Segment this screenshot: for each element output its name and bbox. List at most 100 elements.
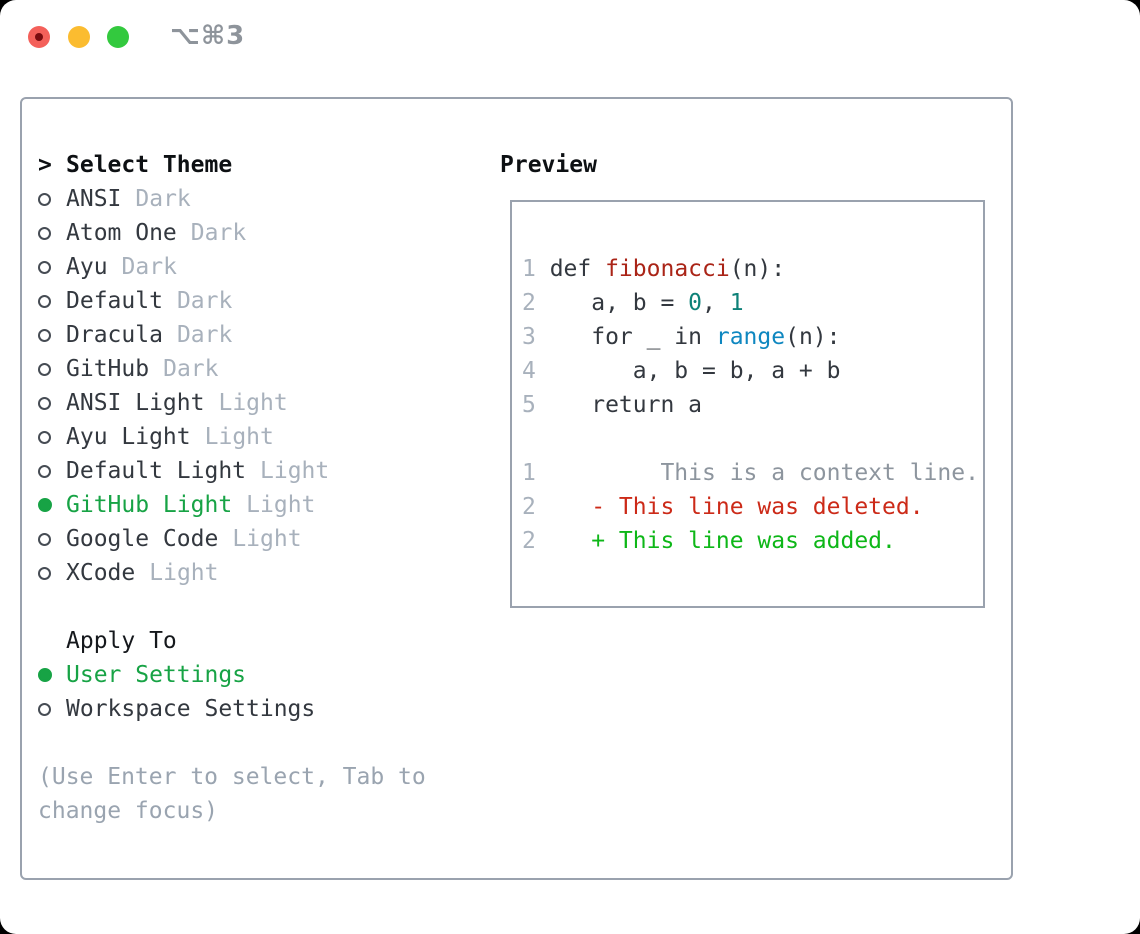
theme-name: ANSI Light <box>66 390 205 416</box>
radio-icon <box>38 328 51 342</box>
theme-option[interactable]: GitHub Light Light <box>38 488 483 522</box>
code-segment: for _ in <box>549 324 716 350</box>
code-segment: a, b = b, a + b <box>549 358 841 384</box>
code-line: 5 return a <box>522 388 983 422</box>
zoom-button-icon[interactable] <box>107 26 129 48</box>
theme-name: XCode <box>66 560 136 586</box>
theme-variant: Light <box>218 390 288 416</box>
line-number: 5 <box>522 392 536 418</box>
theme-name: Default <box>66 288 163 314</box>
theme-name: GitHub Light <box>66 492 233 518</box>
theme-variant: Dark <box>135 186 191 212</box>
code-segment: (n): <box>729 256 786 282</box>
keyboard-hint: (Use Enter to select, Tab to change focu… <box>38 764 426 824</box>
theme-name: Ayu <box>66 254 108 280</box>
theme-variant: Light <box>260 458 330 484</box>
theme-option[interactable]: Google Code Light <box>38 522 483 556</box>
line-number: 4 <box>522 358 536 384</box>
apply-to-title: Apply To <box>66 628 177 654</box>
code-segment: (n): <box>785 324 841 350</box>
code-segment: range <box>715 324 786 350</box>
radio-icon <box>38 498 52 512</box>
theme-variant: Dark <box>176 288 233 314</box>
code-segment: , <box>702 290 730 316</box>
close-button-icon[interactable] <box>28 26 50 48</box>
theme-option[interactable]: ANSI Dark <box>38 182 483 216</box>
code-segment: 1 <box>729 290 744 316</box>
theme-name: Default Light <box>66 458 247 484</box>
window-shortcut-label: ⌥⌘3 <box>170 21 246 51</box>
select-theme-header: > Select Theme <box>38 148 483 182</box>
radio-icon <box>38 702 51 716</box>
theme-variant: Dark <box>163 356 219 382</box>
apply-to-option-label: Workspace Settings <box>66 696 316 722</box>
select-theme-title: Select Theme <box>66 152 233 178</box>
line-number: 1 <box>522 256 536 282</box>
code-line: 2 + This line was added. <box>522 524 983 558</box>
theme-variant: Dark <box>121 254 177 280</box>
theme-option[interactable]: XCode Light <box>38 556 483 590</box>
radio-icon <box>38 464 51 478</box>
code-segment: fibonacci <box>605 256 730 282</box>
theme-picker: > Select Theme ANSI Dark Atom One Dark A… <box>38 148 483 828</box>
code-segment: - This line was deleted. <box>549 494 924 520</box>
code-line: 2 a, b = 0, 1 <box>522 286 983 320</box>
radio-icon <box>38 668 52 682</box>
preview-title: Preview <box>500 152 597 178</box>
theme-option[interactable]: Ayu Light Light <box>38 420 483 454</box>
code-segment: def <box>549 256 606 282</box>
theme-option[interactable]: Dracula Dark <box>38 318 483 352</box>
code-segment: 0 <box>688 290 703 316</box>
apply-to-header: Apply To <box>38 624 483 658</box>
radio-icon <box>38 294 51 308</box>
code-segment: a, b = <box>549 290 689 316</box>
theme-option[interactable]: GitHub Dark <box>38 352 483 386</box>
spacer <box>38 590 483 624</box>
radio-icon <box>38 226 51 240</box>
theme-option[interactable]: ANSI Light Light <box>38 386 483 420</box>
theme-option[interactable]: Ayu Dark <box>38 250 483 284</box>
line-number: 1 <box>522 460 536 486</box>
line-number: 2 <box>522 528 536 554</box>
apply-to-option[interactable]: Workspace Settings <box>38 692 483 726</box>
theme-variant: Light <box>232 526 302 552</box>
apply-to-option-label: User Settings <box>66 662 247 688</box>
theme-name: GitHub <box>66 356 150 382</box>
theme-name: Atom One <box>66 220 177 246</box>
line-number: 2 <box>522 290 536 316</box>
theme-option[interactable]: Atom One Dark <box>38 216 483 250</box>
theme-variant: Light <box>246 492 316 518</box>
line-number: 3 <box>522 324 536 350</box>
code-line: 1 def fibonacci(n): <box>522 252 983 286</box>
code-segment: + This line was added. <box>549 528 896 554</box>
radio-icon <box>38 362 51 376</box>
theme-option[interactable]: Default Dark <box>38 284 483 318</box>
code-line: 3 for _ in range(n): <box>522 320 983 354</box>
theme-list: ANSI Dark Atom One Dark Ayu Dark Default… <box>38 182 483 590</box>
code-line <box>522 422 983 456</box>
minimize-button-icon[interactable] <box>68 26 90 48</box>
code-line: 2 - This line was deleted. <box>522 490 983 524</box>
code-line: 1 This is a context line. <box>522 456 983 490</box>
code-segment: This is a context line. <box>549 460 979 486</box>
apply-to-option[interactable]: User Settings <box>38 658 483 692</box>
theme-name: Google Code <box>66 526 219 552</box>
radio-icon <box>38 192 51 206</box>
theme-variant: Light <box>149 560 219 586</box>
theme-variant: Light <box>204 424 274 450</box>
theme-variant: Dark <box>176 322 233 348</box>
theme-name: Dracula <box>66 322 163 348</box>
spacer <box>38 726 483 760</box>
radio-icon <box>38 260 51 274</box>
line-number: 2 <box>522 494 536 520</box>
prompt-caret: > <box>38 152 52 178</box>
theme-name: Ayu Light <box>66 424 191 450</box>
code-segment: return a <box>549 392 703 418</box>
code-line: 4 a, b = b, a + b <box>522 354 983 388</box>
radio-icon <box>38 396 51 410</box>
theme-option[interactable]: Default Light Light <box>38 454 483 488</box>
radio-icon <box>38 566 51 580</box>
